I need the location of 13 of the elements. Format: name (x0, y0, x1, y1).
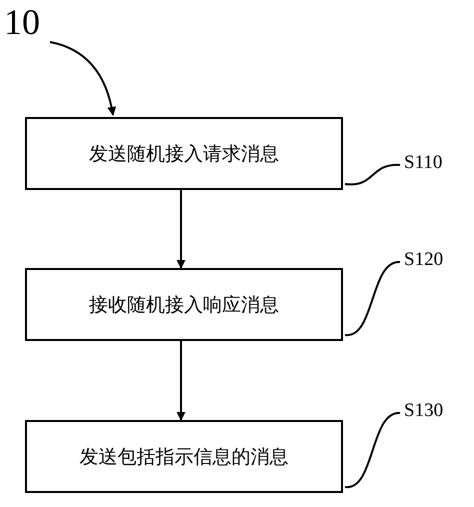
arrow (176, 190, 186, 269)
step-label: S120 (404, 249, 444, 271)
step-label: S130 (404, 400, 444, 422)
process-box: 发送随机接入请求消息 (25, 117, 343, 190)
leader-line (344, 412, 400, 488)
arrow (50, 41, 116, 116)
leader-line (344, 164, 400, 186)
step-label: S110 (404, 152, 442, 174)
process-box: 发送包括指示信息的消息 (25, 420, 343, 493)
leader-line (344, 261, 400, 336)
process-box: 接收随机接入响应消息 (25, 268, 343, 341)
arrow (176, 341, 186, 421)
reference-numeral: 10 (4, 4, 40, 40)
